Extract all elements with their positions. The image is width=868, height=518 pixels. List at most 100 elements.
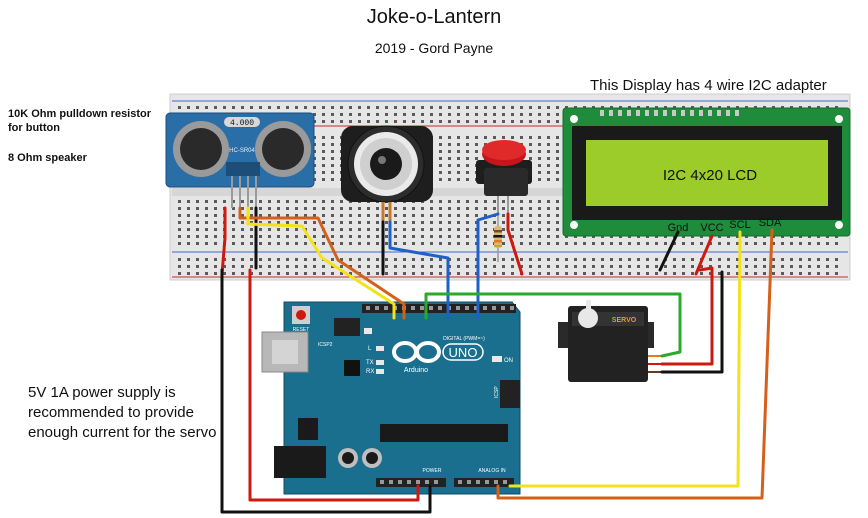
breadboard-hole: [502, 242, 505, 245]
breadboard-hole: [718, 272, 721, 275]
breadboard-hole: [466, 258, 469, 261]
breadboard-hole: [250, 221, 253, 224]
breadboard-hole: [340, 200, 343, 203]
breadboard-hole: [799, 265, 802, 268]
breadboard-hole: [349, 235, 352, 238]
breadboard-hole: [448, 120, 451, 123]
breadboard-hole: [826, 265, 829, 268]
breadboard-hole: [439, 143, 442, 146]
digital-header-pin: [411, 306, 415, 310]
breadboard-hole: [538, 221, 541, 224]
power-supply-note: 5V 1A power supply is recommended to pro…: [28, 384, 217, 441]
breadboard-hole: [340, 113, 343, 116]
breadboard-hole: [817, 272, 820, 275]
breadboard-hole: [448, 143, 451, 146]
breadboard-hole: [277, 221, 280, 224]
power-header-pin: [398, 480, 402, 484]
analog-header-label: ANALOG IN: [478, 468, 506, 474]
breadboard-hole: [286, 265, 289, 268]
breadboard-hole: [385, 258, 388, 261]
breadboard-hole: [340, 242, 343, 245]
breadboard-hole: [520, 242, 523, 245]
breadboard-hole: [214, 106, 217, 109]
breadboard-hole: [322, 207, 325, 210]
digital-header-pin: [465, 306, 469, 310]
breadboard-hole: [574, 265, 577, 268]
breadboard-hole: [259, 200, 262, 203]
breadboard-hole: [466, 235, 469, 238]
breadboard-hole: [556, 178, 559, 181]
breadboard-hole: [646, 272, 649, 275]
breadboard-hole: [556, 228, 559, 231]
breadboard-hole: [484, 120, 487, 123]
breadboard-hole: [358, 235, 361, 238]
breadboard-hole: [196, 106, 199, 109]
breadboard-hole: [340, 221, 343, 224]
breadboard-hole: [250, 200, 253, 203]
breadboard-hole: [205, 228, 208, 231]
breadboard-hole: [547, 164, 550, 167]
power-header-pin: [425, 480, 429, 484]
breadboard-hole: [502, 106, 505, 109]
breadboard-hole: [421, 120, 424, 123]
breadboard-hole: [529, 106, 532, 109]
breadboard-hole: [682, 242, 685, 245]
breadboard-hole: [466, 171, 469, 174]
breadboard-hole: [223, 200, 226, 203]
breadboard-hole: [286, 228, 289, 231]
breadboard-hole: [835, 265, 838, 268]
breadboard-hole: [808, 242, 811, 245]
analog-header-pin: [467, 480, 471, 484]
breadboard-hole: [412, 265, 415, 268]
breadboard-hole: [313, 272, 316, 275]
breadboard-hole: [439, 242, 442, 245]
breadboard-hole: [358, 242, 361, 245]
breadboard-hole: [475, 120, 478, 123]
breadboard-hole: [538, 258, 541, 261]
breadboard-hole: [538, 157, 541, 160]
breadboard-hole: [277, 258, 280, 261]
breadboard-hole: [331, 143, 334, 146]
display-note: This Display has 4 wire I2C adapter: [590, 77, 827, 94]
breadboard-hole: [259, 228, 262, 231]
breadboard-hole: [673, 258, 676, 261]
servo-label: SERVO: [612, 317, 637, 324]
on-label: ON: [504, 358, 513, 364]
breadboard-hole: [304, 272, 307, 275]
breadboard-hole: [268, 228, 271, 231]
breadboard-hole: [178, 228, 181, 231]
analog-header-pin: [476, 480, 480, 484]
breadboard-hole: [358, 228, 361, 231]
breadboard-hole: [205, 235, 208, 238]
breadboard-hole: [484, 242, 487, 245]
icsp-label: ICSP: [494, 386, 500, 398]
breadboard-hole: [619, 258, 622, 261]
breadboard-hole: [394, 214, 397, 217]
breadboard-hole: [349, 214, 352, 217]
pulldown-resistor: [494, 214, 502, 262]
breadboard-hole: [286, 207, 289, 210]
breadboard-hole: [205, 272, 208, 275]
breadboard-hole: [448, 242, 451, 245]
servo-motor: SERVO: [558, 300, 662, 382]
breadboard-hole: [196, 265, 199, 268]
breadboard-hole: [376, 106, 379, 109]
breadboard-hole: [466, 164, 469, 167]
breadboard-hole: [367, 258, 370, 261]
breadboard-hole: [511, 272, 514, 275]
lcd-header-pin: [699, 110, 703, 116]
breadboard-hole: [700, 272, 703, 275]
breadboard-hole: [448, 136, 451, 139]
breadboard-hole: [259, 221, 262, 224]
breadboard-hole: [376, 113, 379, 116]
breadboard-hole: [403, 120, 406, 123]
breadboard-hole: [412, 207, 415, 210]
breadboard-hole: [448, 178, 451, 181]
breadboard-hole: [331, 178, 334, 181]
breadboard-hole: [457, 106, 460, 109]
breadboard-hole: [466, 200, 469, 203]
breadboard-hole: [421, 228, 424, 231]
breadboard-hole: [763, 265, 766, 268]
breadboard-hole: [448, 150, 451, 153]
